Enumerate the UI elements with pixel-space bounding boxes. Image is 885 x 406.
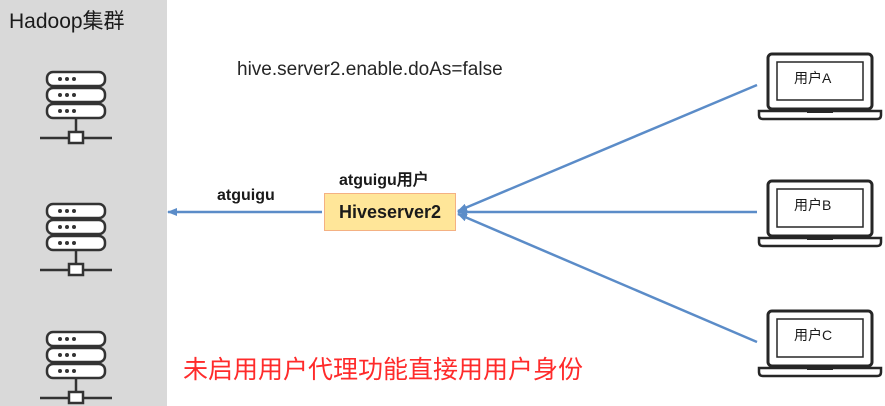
client-label-c: 用户C: [794, 327, 833, 343]
hiveserver-user-label: atguigu用户: [339, 172, 429, 189]
laptop-icon: 用户A: [757, 51, 885, 121]
caption-text: 未启用用户代理功能直接用用户身份: [183, 355, 584, 384]
laptop-icon: 用户C: [757, 308, 885, 378]
server-icon: [38, 330, 114, 406]
hadoop-cluster-panel: Hadoop集群: [0, 0, 167, 406]
hiveserver2-box: Hiveserver2: [324, 193, 456, 231]
server-icon: [38, 70, 114, 148]
arrow-user-a-to-hiveserver: [457, 83, 758, 213]
hiveserver2-label: Hiveserver2: [338, 201, 442, 222]
cluster-arrow-label: atguigu: [217, 187, 275, 204]
client-label-b: 用户B: [794, 197, 832, 213]
client-label-a: 用户A: [794, 70, 832, 86]
server-icon: [38, 202, 114, 280]
laptop-icon: 用户B: [757, 178, 885, 248]
arrow-user-c-to-hiveserver: [457, 212, 758, 344]
doas-config-text: hive.server2.enable.doAs=false: [237, 59, 503, 80]
cluster-title: Hadoop集群: [9, 10, 125, 33]
